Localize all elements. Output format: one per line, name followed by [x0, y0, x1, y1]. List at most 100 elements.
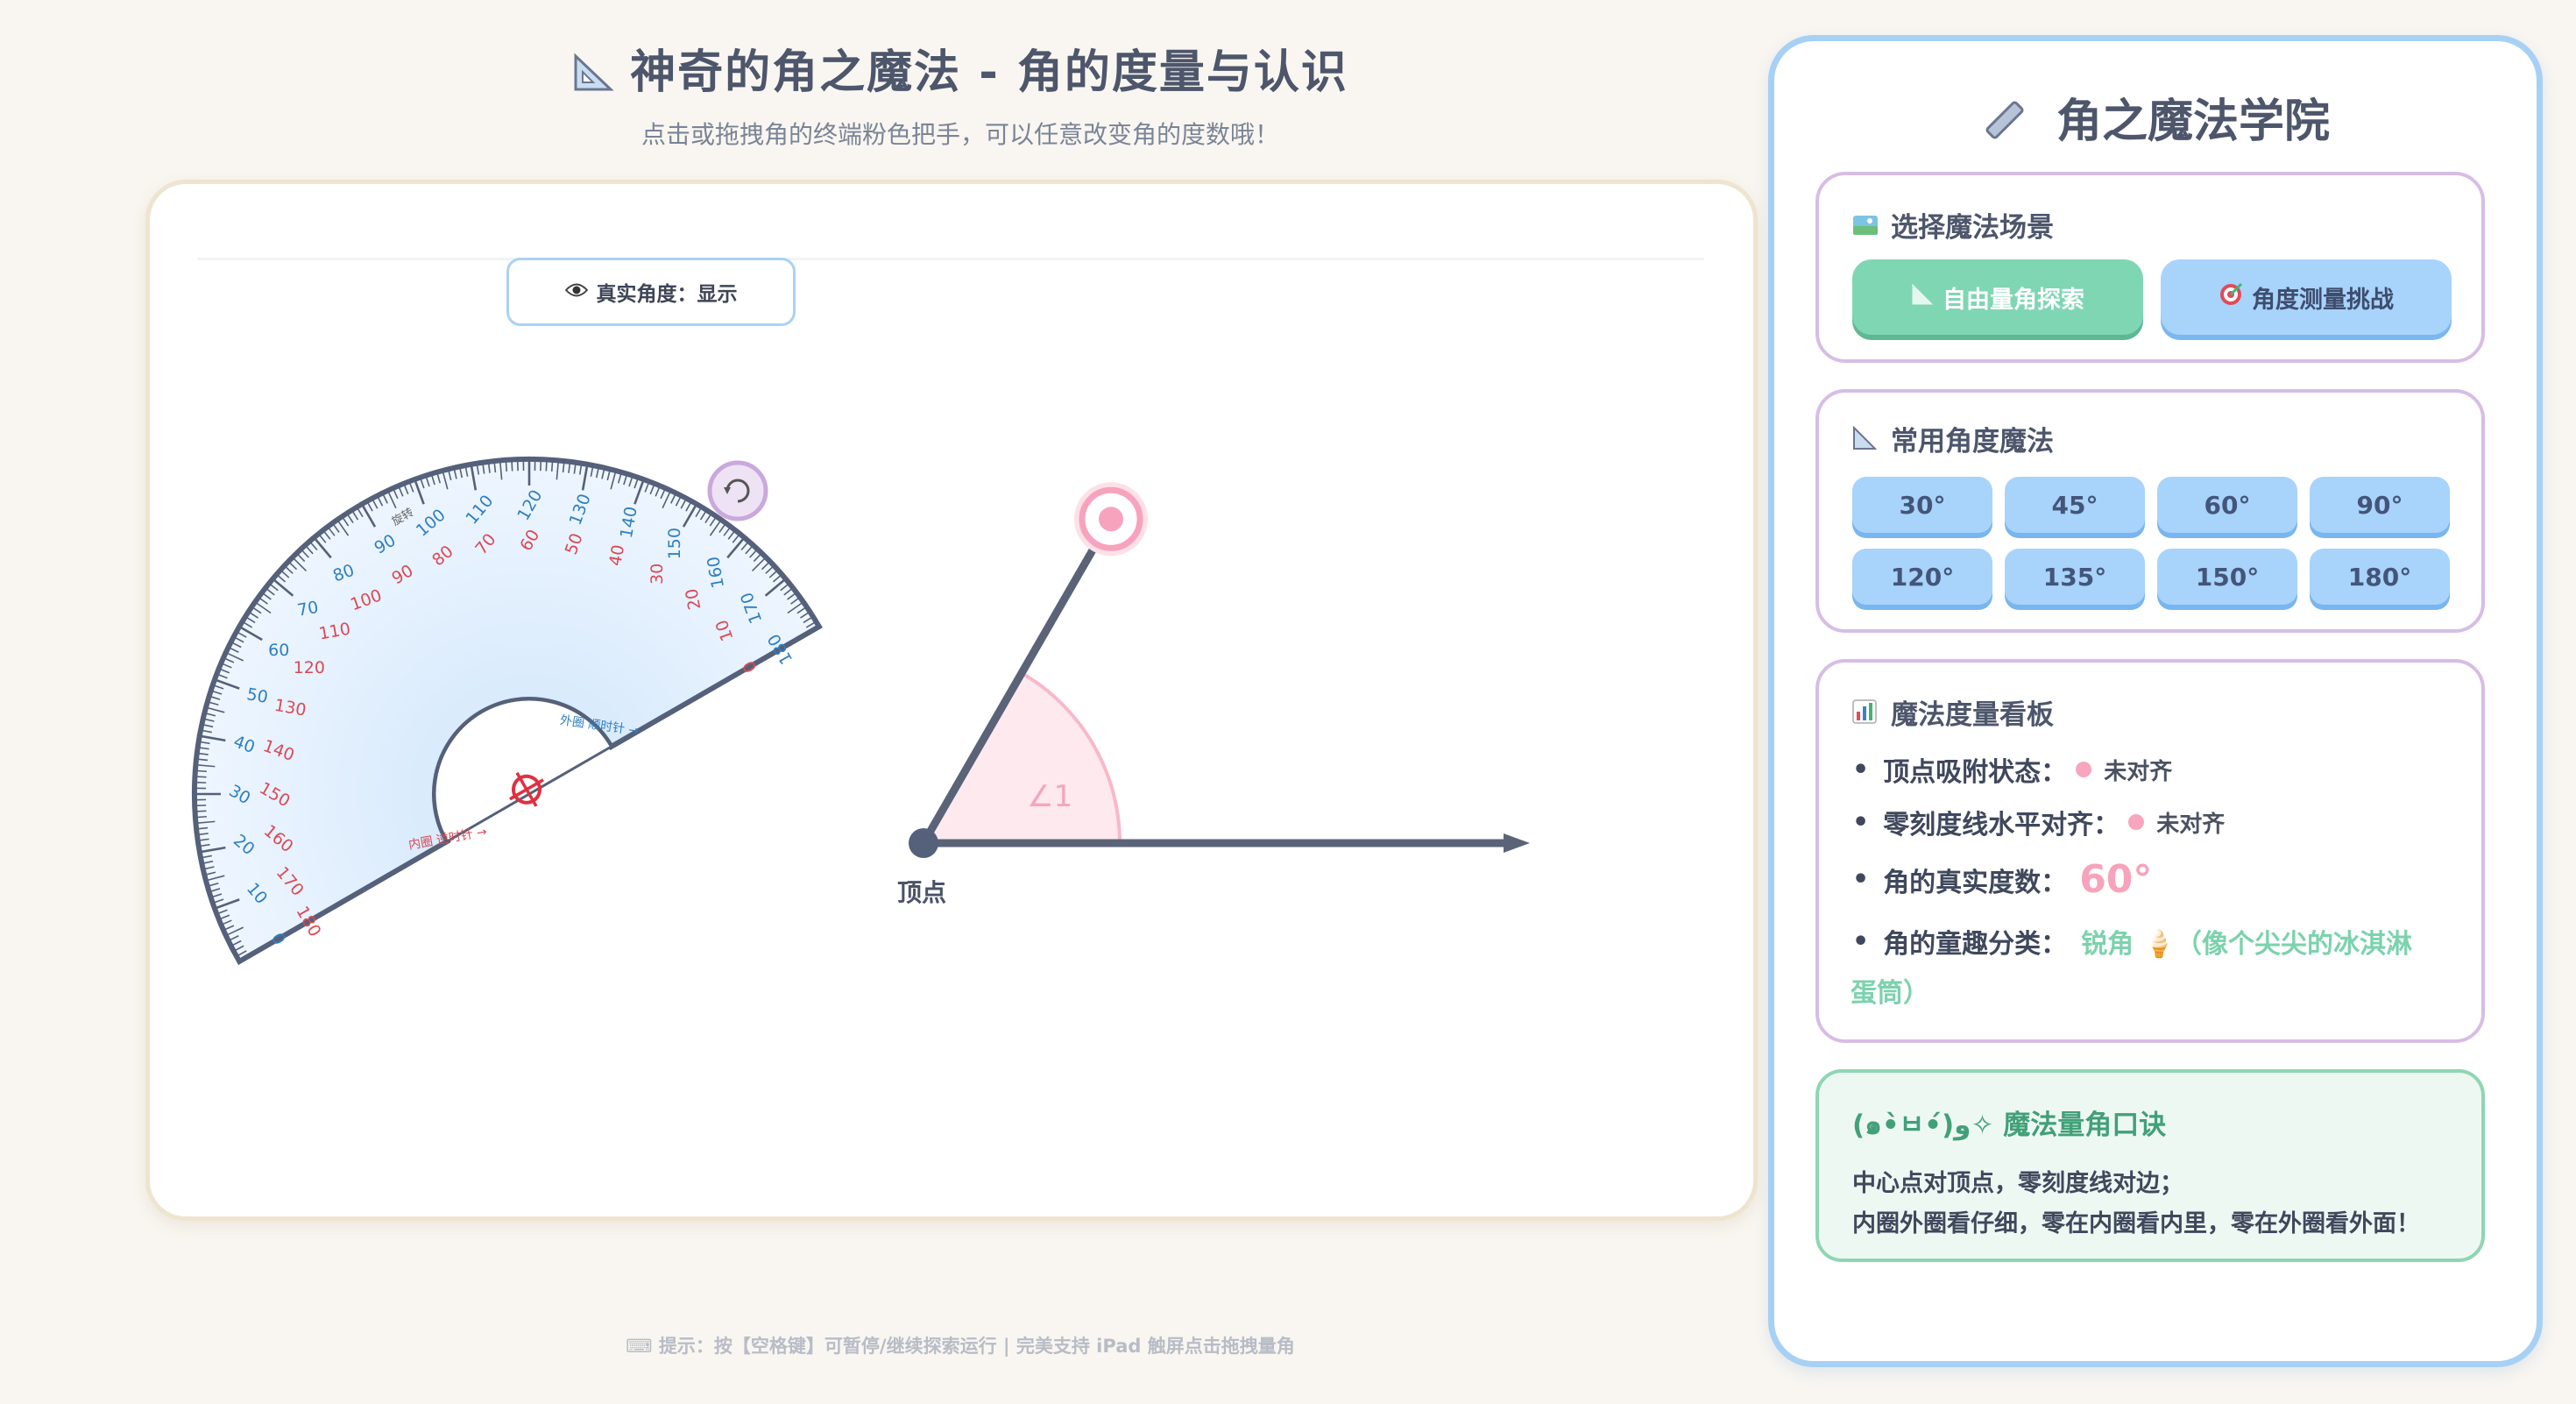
protractor-tick [732, 533, 741, 543]
scene-heading: 选择魔法场景 [1852, 205, 2054, 245]
protractor-tick [233, 635, 244, 643]
protractor-tick [573, 462, 577, 474]
preset-angle-button[interactable]: 45° [2005, 477, 2145, 533]
free-measure-button[interactable]: 自由量角探索 [1852, 259, 2143, 335]
triangle-ruler-icon [1852, 425, 1882, 457]
protractor-tick [360, 503, 377, 528]
protractor-tick [545, 459, 548, 472]
eye-icon [564, 280, 588, 303]
protractor-tick [198, 843, 210, 847]
protractor-tick [251, 606, 262, 614]
protractor-tick [238, 947, 263, 963]
preset-angle-button[interactable]: 135° [2005, 549, 2145, 605]
protractor-tick [236, 950, 247, 957]
category-row: • 角的童趣分类： 锐角 🍦（像个尖尖的冰淇淋 [1852, 922, 2412, 961]
protractor-tick [425, 475, 430, 487]
true-degree-row: • 角的真实度数： 60° [1852, 857, 2153, 902]
preset-angle-button[interactable]: 150° [2157, 549, 2297, 605]
vertex-snap-status-dot [2076, 762, 2092, 777]
protractor-tick [350, 509, 359, 521]
moving-ray [919, 520, 1112, 847]
protractor-tick [210, 893, 223, 898]
protractor-tick [633, 479, 645, 505]
protractor-tick [216, 909, 228, 915]
protractor-tick [649, 483, 655, 495]
true-angle-toggle-button[interactable]: 真实角度：显示 [506, 258, 796, 326]
protractor-tick [753, 552, 762, 563]
protractor-tick [331, 522, 340, 533]
protractor-tick [745, 544, 754, 555]
protractor-center-mark [509, 771, 544, 807]
protractor-tick [218, 914, 230, 920]
endpoint-drag-handle[interactable] [1074, 482, 1148, 557]
protractor-tick [601, 467, 605, 479]
protractor-tick [680, 498, 688, 509]
protractor-tick [210, 690, 223, 695]
protractor-tick [764, 578, 787, 597]
protractor-tick [805, 620, 817, 628]
protractor-tick [476, 463, 480, 475]
protractor-tick [447, 469, 452, 481]
protractor-tick [356, 507, 364, 518]
protractor-tick [276, 573, 287, 583]
handle-dot [1099, 507, 1123, 532]
protractor-tick [562, 461, 565, 473]
protractor-tick [796, 625, 820, 642]
protractor-tick [195, 820, 216, 825]
protractor-tick [761, 561, 771, 571]
protractor-tick [209, 695, 221, 700]
protractor-tick [780, 582, 790, 592]
preset-angle-button[interactable]: 60° [2157, 477, 2297, 533]
vertex-snap-value: 未对齐 [2104, 758, 2173, 785]
category-value-cont: 蛋筒） [1851, 978, 1929, 1009]
protractor-tick [458, 466, 464, 479]
protractor-tick [207, 700, 219, 706]
protractor-tick [212, 898, 224, 904]
protractor-tick [199, 846, 226, 854]
angle-challenge-button[interactable]: 角度测量挑战 [2161, 259, 2452, 335]
angle-presets-panel: 常用角度魔法 30°45°60°90°120°135°150°180° [1815, 389, 2485, 633]
protractor-tick [195, 798, 207, 801]
protractor-tick [783, 587, 794, 596]
protractor-tick [280, 569, 290, 578]
protractor-tick [430, 473, 435, 486]
protractor-tick [195, 781, 207, 784]
protractor-tick [419, 477, 425, 489]
protractor-body[interactable] [72, 337, 823, 966]
protractor-tick [223, 925, 235, 932]
protractor-tick [304, 544, 314, 555]
protractor-tick [230, 641, 242, 649]
protractor-tick [790, 596, 801, 605]
protractor-tick [197, 747, 209, 750]
preset-angle-button[interactable]: 30° [1852, 477, 1992, 533]
zero-line-value: 未对齐 [2156, 811, 2226, 838]
protractor-tick [322, 529, 331, 540]
rhyme-line-1: 中心点对顶点，零刻度线对边； [1852, 1170, 2183, 1197]
protractor-tick [470, 464, 478, 491]
category-value: 锐角 🍦（像个尖尖的冰淇淋 [2081, 929, 2412, 960]
protractor-tick [581, 464, 589, 491]
preset-angle-button[interactable]: 120° [1852, 549, 1992, 605]
protractor-tick [685, 500, 692, 512]
preset-angle-button[interactable]: 90° [2310, 477, 2450, 533]
protractor-outer-label: 70 [296, 598, 321, 620]
board-heading: 魔法度量看板 [1852, 692, 2054, 732]
protractor-tick [749, 549, 759, 558]
rhyme-heading: (๑•̀ㅂ•́)و✧ 魔法量角口诀 [1852, 1110, 2167, 1141]
protractor-tick [675, 495, 683, 507]
protractor-inner-label: 20 [682, 587, 704, 612]
protractor-rotate-handle[interactable] [707, 460, 768, 521]
target-icon [2219, 282, 2243, 313]
protractor-tick [196, 758, 209, 762]
angle-figure: ∠1顶点 [897, 482, 1530, 907]
preset-angle-button[interactable]: 180° [2310, 549, 2450, 605]
protractor-tick [682, 503, 698, 528]
free-measure-label: 自由量角探索 [1943, 286, 2084, 314]
protractor-tick [392, 487, 399, 500]
protractor-tick [726, 536, 746, 559]
protractor-tick [610, 470, 617, 490]
protractor-tick [803, 615, 814, 624]
protractor-tick [317, 533, 327, 543]
